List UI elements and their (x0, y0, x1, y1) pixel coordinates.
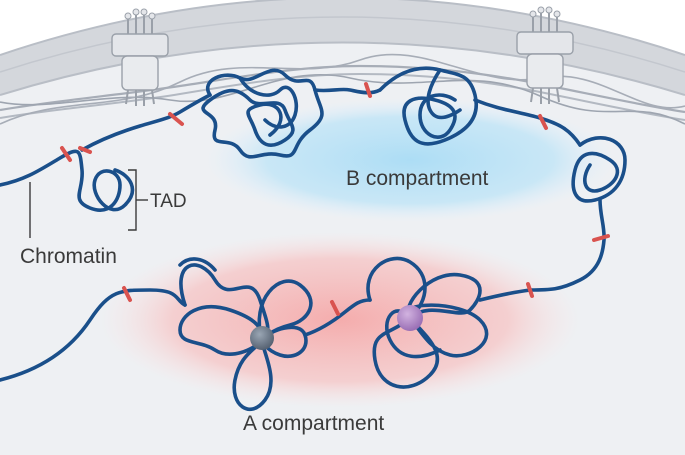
boundary-mark-icon (330, 300, 340, 316)
chromatin-label: Chromatin (20, 245, 117, 268)
boundary-mark-icon (364, 82, 372, 98)
a-compartment-label: A compartment (243, 412, 384, 435)
boundary-marks (60, 82, 610, 316)
tad-label: TAD (150, 191, 187, 212)
boundary-mark-icon (78, 146, 92, 154)
tad-bracket (128, 169, 148, 231)
boundary-mark-icon (60, 146, 72, 162)
boundary-mark-icon (168, 112, 184, 126)
b-compartment-label: B compartment (346, 167, 489, 190)
nuclear-pore-icon (111, 8, 169, 106)
b-compartment-region (205, 98, 615, 222)
chromatin-fiber (0, 66, 627, 412)
boundary-mark-icon (526, 282, 534, 298)
nuclear-envelope (0, 0, 685, 125)
nuclear-pore-icon (516, 6, 574, 104)
boundary-mark-icon (592, 234, 610, 242)
boundary-mark-icon (538, 114, 548, 130)
protein-complex-icon (250, 326, 274, 350)
boundary-mark-icon (122, 286, 132, 302)
protein-complex-icon (397, 305, 423, 331)
a-compartment-region (100, 232, 580, 408)
